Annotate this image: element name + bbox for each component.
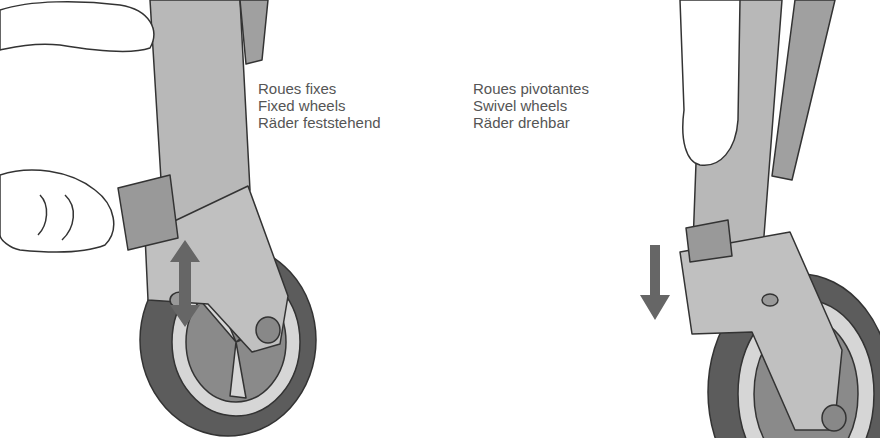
wheel-label: Räder drehbar bbox=[473, 114, 570, 131]
fixed-wheel-figure bbox=[0, 0, 316, 436]
swivel-wheel-figure bbox=[640, 0, 880, 438]
wheel-label: Roues fixes bbox=[258, 80, 336, 97]
wheel-label: Swivel wheels bbox=[473, 97, 567, 114]
wheel-label: Räder feststehend bbox=[258, 114, 381, 131]
wheel-label: Fixed wheels bbox=[258, 97, 346, 114]
wheel-label: Roues pivotantes bbox=[473, 80, 589, 97]
